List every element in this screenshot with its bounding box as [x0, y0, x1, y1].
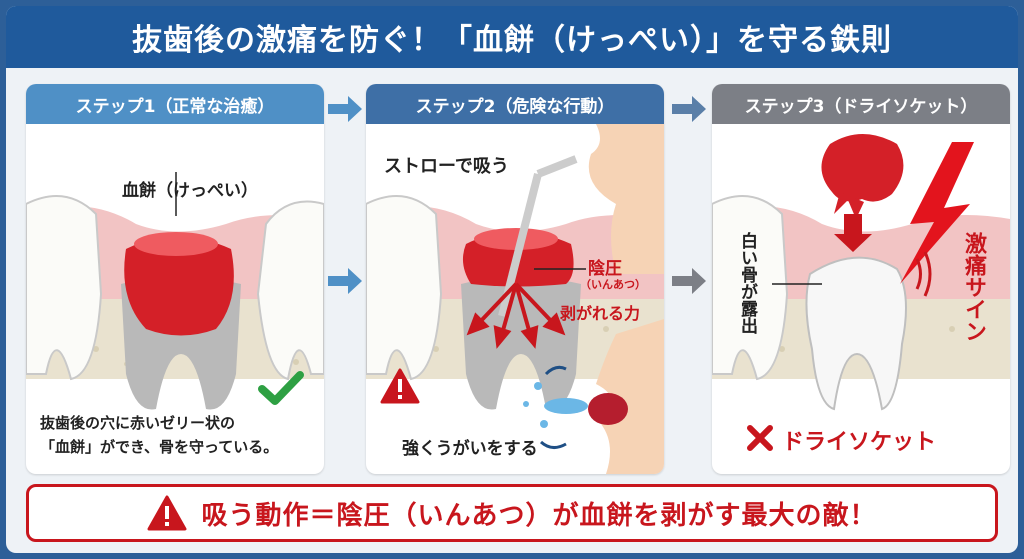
step-2-panel: ステップ2（危険な行動）: [366, 84, 664, 474]
straw-label: ストローで吸う: [384, 156, 509, 177]
arrow-right-icon: [328, 96, 362, 122]
warning-icon: [147, 495, 187, 531]
bottom-warning-text: 吸う動作＝陰圧（いんあつ）が血餅を剥がす最大の敵！: [201, 500, 877, 531]
step-3-header: ステップ3（ドライソケット）: [712, 84, 1010, 124]
clot-label: 血餅（けっぺい）: [122, 181, 258, 201]
step-1-header: ステップ1（正常な治癒）: [26, 84, 324, 124]
pain-sign-label: 激痛サイン: [961, 232, 986, 342]
step-1-panel: ステップ1（正常な治癒） 血餅（けっぺい） 抜歯後の: [26, 84, 324, 474]
pressure-reading-label: （いんあつ）: [580, 278, 646, 291]
danger-action-illustration: [366, 124, 664, 474]
arrow-right-icon: [328, 268, 362, 294]
peel-force-label: 剥がれる力: [560, 304, 641, 323]
caption-line-1: 抜歯後の穴に赤いゼリー状の: [40, 414, 236, 432]
cross-icon: [747, 425, 773, 451]
infographic-frame: 抜歯後の激痛を防ぐ！「血餅（けっぺい）」を守る鉄則 ステップ1（正常な治癒）: [6, 6, 1018, 553]
arrow-right-icon: [672, 96, 706, 122]
dry-socket-result-label: ドライソケット: [782, 430, 937, 455]
dry-socket-illustration: [712, 134, 1010, 411]
bone-exposed-label: 白い骨が露出: [737, 232, 757, 334]
page-title: 抜歯後の激痛を防ぐ！「血餅（けっぺい）」を守る鉄則: [6, 6, 1018, 68]
normal-healing-illustration: [26, 172, 324, 410]
warning-icon: [380, 368, 420, 404]
step-3-panel: ステップ3（ドライソケット） 白い骨が露出: [712, 84, 1010, 474]
check-icon: [258, 371, 304, 405]
rinse-label: 強くうがいをする: [402, 439, 538, 459]
arrow-right-icon: [672, 268, 706, 294]
pressure-label: 陰圧: [588, 259, 622, 279]
caption-line-2: 「血餅」ができ、骨を守っている。: [40, 438, 279, 456]
bottom-warning-banner: 吸う動作＝陰圧（いんあつ）が血餅を剥がす最大の敵！: [26, 484, 998, 542]
step-2-header: ステップ2（危険な行動）: [366, 84, 664, 124]
